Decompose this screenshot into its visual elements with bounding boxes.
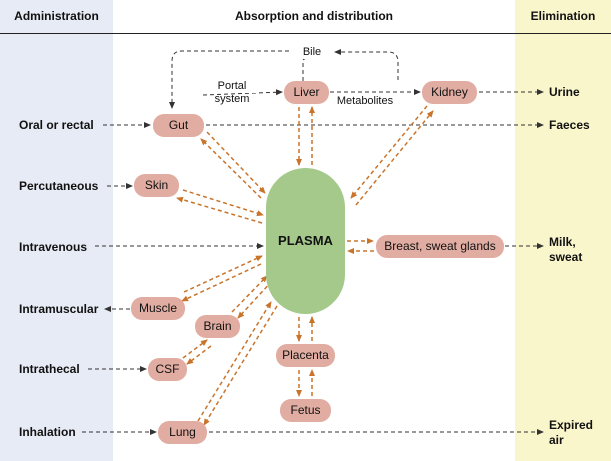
header-divider	[0, 33, 611, 34]
label-portal: Portal	[205, 80, 259, 93]
arrow-bile-gut	[169, 50, 296, 109]
arrow-gut-portal-liver	[202, 89, 283, 96]
administration-column	[0, 0, 113, 461]
output-faeces: Faeces	[549, 118, 590, 132]
arrow-plasma-to-kidney	[355, 110, 434, 206]
route-inhalation: Inhalation	[19, 425, 76, 439]
node-csf: CSF	[148, 358, 187, 381]
node-placenta: Placenta	[276, 344, 335, 367]
node-gut: Gut	[153, 114, 204, 137]
label-metabolites: Metabolites	[336, 95, 394, 107]
node-fetus: Fetus	[280, 399, 331, 422]
arrow-gut-to-plasma	[206, 131, 266, 194]
route-percutaneous: Percutaneous	[19, 179, 99, 193]
arrow-kidney-bile	[334, 49, 399, 80]
arrow-brain-to-csf	[186, 345, 212, 365]
output-urine: Urine	[549, 85, 580, 99]
route-oral-rectal: Oral or rectal	[19, 118, 94, 132]
arrow-plasma-to-muscle	[181, 263, 262, 302]
arrow-lung-to-plasma	[197, 301, 272, 422]
node-liver: Liver	[284, 81, 329, 104]
header-absorption: Absorption and distribution	[235, 9, 393, 23]
route-arrows	[82, 49, 544, 435]
arrow-skin-to-plasma	[182, 189, 264, 217]
arrow-muscle-to-plasma	[183, 255, 263, 293]
node-breast-sweat-glands: Breast, sweat glands	[376, 235, 504, 258]
arrow-plasma-to-skin	[176, 196, 263, 224]
output-milk: Milk,	[549, 235, 576, 249]
arrow-brain-to-plasma	[231, 275, 268, 313]
header-elimination: Elimination	[530, 9, 596, 23]
route-intravenous: Intravenous	[19, 240, 88, 254]
header-administration: Administration	[14, 9, 99, 23]
arrow-kidney-to-plasma	[350, 105, 428, 199]
node-lung: Lung	[158, 421, 207, 444]
route-intrathecal: Intrathecal	[19, 362, 80, 376]
route-intramuscular: Intramuscular	[19, 302, 99, 316]
node-plasma: PLASMA	[266, 168, 345, 314]
label-system: system	[214, 93, 250, 105]
node-kidney: Kidney	[422, 81, 477, 104]
output-air: air	[549, 433, 564, 447]
node-brain: Brain	[195, 315, 240, 338]
arrow-plasma-to-lung	[203, 305, 278, 426]
arrow-csf-to-brain	[182, 339, 208, 359]
exchange-arrows	[176, 105, 434, 426]
elimination-column	[515, 0, 611, 461]
arrow-plasma-to-brain	[237, 280, 273, 319]
node-skin: Skin	[134, 174, 179, 197]
output-sweat: sweat	[549, 250, 583, 264]
arrow-plasma-to-gut	[200, 138, 262, 199]
label-bile: Bile	[292, 46, 332, 59]
output-expired: Expired	[549, 418, 594, 432]
node-muscle: Muscle	[131, 297, 185, 320]
